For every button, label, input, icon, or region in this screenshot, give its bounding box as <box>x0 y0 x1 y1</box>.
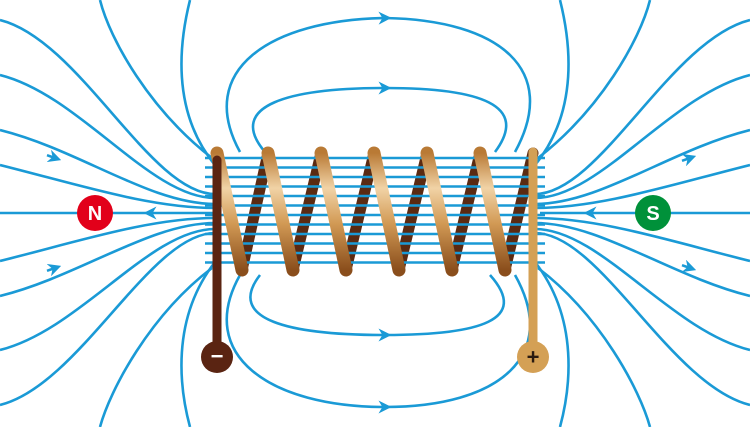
coil-back-turn <box>446 147 486 276</box>
field-line <box>384 274 532 409</box>
field-line <box>98 0 213 160</box>
coil-front-turn <box>261 146 300 277</box>
coil-front-turn <box>420 146 459 277</box>
field-arrow <box>681 259 697 272</box>
field-line <box>534 221 750 298</box>
field-line <box>537 266 652 427</box>
field-line <box>0 216 216 263</box>
field-line <box>533 0 570 166</box>
north-pole-marker <box>77 195 113 231</box>
field-line <box>0 221 216 298</box>
south-pole-label: S <box>646 203 659 225</box>
positive-terminal-label: + <box>527 345 540 370</box>
positive-terminal <box>517 341 549 373</box>
coil-front-turn <box>314 146 353 277</box>
field-line <box>0 231 216 407</box>
coil-back-turn <box>287 147 327 276</box>
field-line <box>0 227 216 352</box>
field-line <box>0 163 216 210</box>
field-line <box>0 73 216 200</box>
coil-back-turn <box>393 147 433 276</box>
field-arrow <box>46 149 62 162</box>
field-line <box>534 18 750 196</box>
field-line <box>384 16 532 153</box>
field-line <box>534 231 750 407</box>
coil-front-turn <box>473 146 512 277</box>
field-arrow <box>46 264 62 277</box>
field-line <box>180 261 217 427</box>
field-line <box>98 266 213 427</box>
field-line <box>534 163 750 210</box>
coil-back-turn <box>340 147 380 276</box>
field-line <box>534 73 750 200</box>
coil-front-turn <box>367 146 406 277</box>
field-line <box>384 86 508 153</box>
coil-back-windings <box>236 147 539 276</box>
field-line <box>0 18 216 196</box>
field-line <box>251 81 392 153</box>
field-line <box>0 128 216 206</box>
negative-terminal-label: − <box>211 344 224 369</box>
field-line <box>534 128 750 206</box>
field-line <box>534 216 750 263</box>
south-pole-marker <box>635 195 671 231</box>
coil-back-turn <box>499 147 539 276</box>
field-line <box>537 0 652 160</box>
negative-terminal <box>201 341 233 373</box>
field-line <box>225 11 392 153</box>
field-line <box>534 227 750 352</box>
field-arrow <box>681 154 697 167</box>
coil-back-turn <box>236 147 274 276</box>
field-line <box>533 261 570 427</box>
field-line <box>225 274 392 414</box>
field-line <box>249 274 392 342</box>
field-line <box>384 274 505 337</box>
north-pole-label: N <box>88 203 102 225</box>
field-line <box>180 0 217 166</box>
